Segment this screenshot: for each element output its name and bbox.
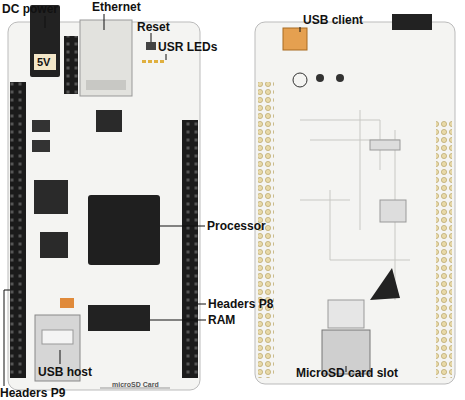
part-label: USB host <box>38 365 92 379</box>
board-bottom <box>255 14 455 384</box>
jack-marking: 5V <box>37 55 50 69</box>
part-label: Ethernet <box>92 0 141 14</box>
part-label: Processor <box>207 219 266 233</box>
board-silkscreen: microSD Card <box>112 378 159 392</box>
part-label: Headers P9 <box>0 386 65 400</box>
board-top <box>8 5 200 390</box>
part-label: USB client <box>303 13 363 27</box>
part-label: RAM <box>208 313 235 327</box>
leader-lines <box>4 14 346 386</box>
part-label: DC power <box>2 2 58 16</box>
part-label: MicroSD card slot <box>296 366 398 380</box>
part-label: USR LEDs <box>158 40 217 54</box>
part-label: Reset <box>137 20 170 34</box>
part-label: Headers P8 <box>208 297 273 311</box>
